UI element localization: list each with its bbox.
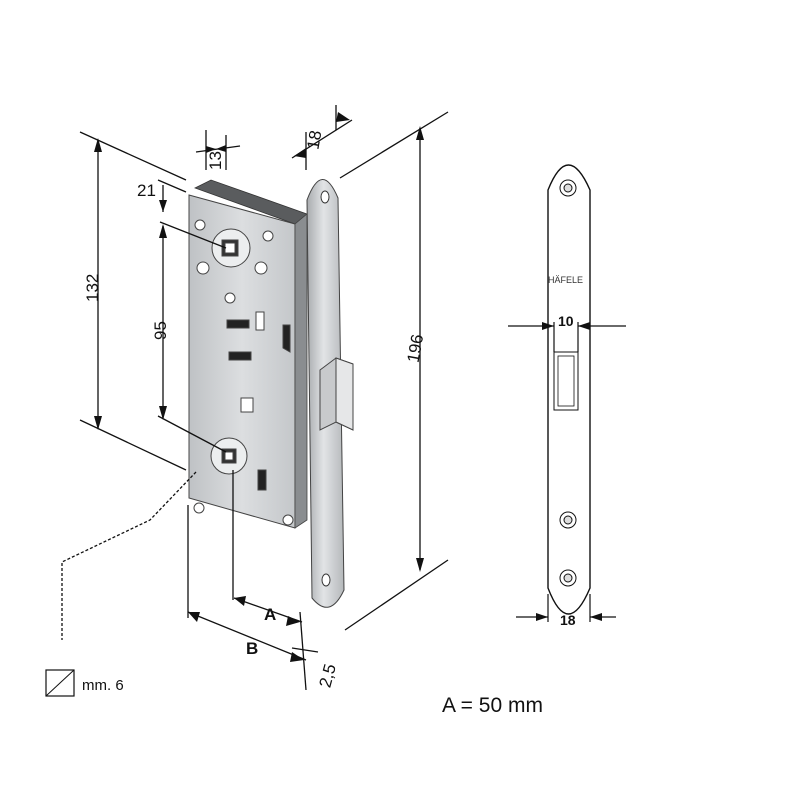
- dim-2-5: 2,5: [315, 662, 339, 690]
- dim-square-size: mm. 6: [82, 677, 124, 694]
- dim-18-top: 18: [303, 129, 325, 151]
- dim-18-front: 18: [560, 612, 576, 628]
- caption-a-value: A = 50 mm: [442, 694, 543, 717]
- dim-13: 13: [206, 151, 225, 170]
- square-spindle-icon: [45, 669, 75, 697]
- faceplate-front: [547, 164, 591, 615]
- dim-a: A: [264, 605, 276, 624]
- dim-95: 95: [151, 321, 170, 340]
- dim-10: 10: [558, 313, 574, 329]
- dim-b: B: [246, 639, 258, 658]
- arrow-heads: [94, 112, 424, 662]
- dim-196: 196: [404, 333, 428, 364]
- faceplate-side: [306, 179, 354, 608]
- body-features: [193, 219, 294, 526]
- brand-label: HÄFELE: [548, 275, 583, 285]
- dim-132: 132: [83, 274, 102, 302]
- dim-21: 21: [137, 181, 156, 200]
